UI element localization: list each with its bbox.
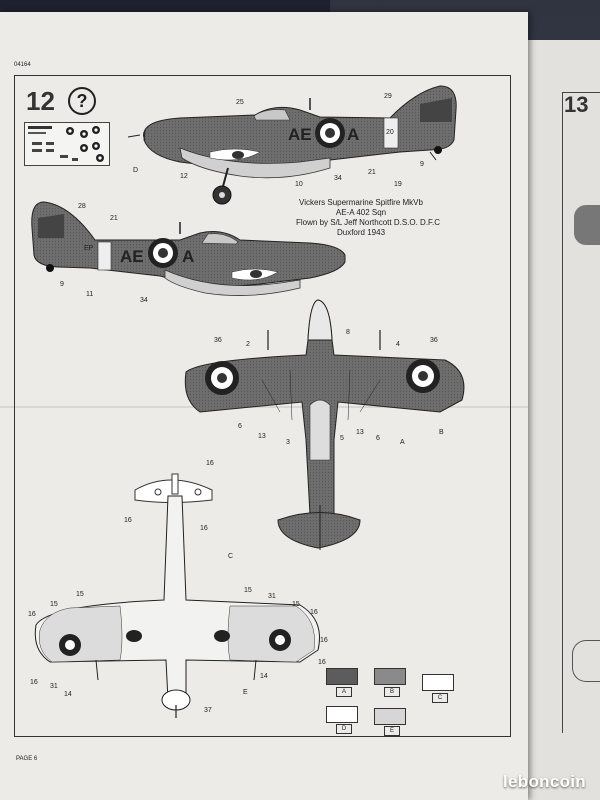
svg-text:34: 34 [140, 297, 148, 304]
svg-text:16: 16 [28, 611, 36, 618]
side-view-right-profile: EP AE A [31, 201, 346, 296]
assembly-illustrations: AE A EP AE A [28, 85, 465, 718]
svg-text:19: 19 [394, 181, 402, 188]
svg-text:14: 14 [260, 673, 268, 680]
svg-text:36: 36 [430, 337, 438, 344]
top-view-planform [184, 299, 465, 550]
bottom-view-planform [34, 495, 320, 718]
swatch-c [422, 674, 454, 691]
swatch-b-label: B [384, 687, 400, 697]
fuselage-code-2: AE [120, 247, 144, 266]
svg-text:C: C [228, 553, 233, 560]
doc-code: 04164 [14, 62, 31, 68]
fuselage-code: AE [288, 125, 312, 144]
legend-line-1: Vickers Supermarine Spitfire MkVb [299, 198, 423, 207]
next-page-aircraft [574, 205, 600, 245]
watermark-logo: leboncoin [503, 772, 586, 791]
page-fold [0, 406, 528, 408]
svg-text:21: 21 [368, 169, 376, 176]
svg-text:29: 29 [384, 93, 392, 100]
next-page-aircraft-2 [572, 640, 600, 682]
swatch-d-label: D [336, 724, 352, 734]
svg-text:34: 34 [334, 175, 342, 182]
svg-text:10: 10 [295, 181, 303, 188]
svg-text:31: 31 [50, 683, 58, 690]
svg-text:3: 3 [286, 439, 290, 446]
legend-line-2: AE-A 402 Sqn [335, 208, 387, 217]
next-page-frame [562, 92, 600, 733]
svg-text:16: 16 [318, 659, 326, 666]
callouts-tail: 16 16 16 [124, 460, 214, 532]
swatch-e [374, 708, 406, 725]
side-view-left-profile: AE A [127, 85, 457, 205]
svg-text:15: 15 [244, 587, 252, 594]
svg-text:16: 16 [124, 517, 132, 524]
svg-text:20: 20 [386, 129, 394, 136]
swatch-d [326, 706, 358, 723]
svg-text:8: 8 [346, 329, 350, 336]
svg-text:37: 37 [204, 707, 212, 714]
svg-text:14: 14 [64, 691, 72, 698]
svg-text:21: 21 [110, 215, 118, 222]
svg-text:9: 9 [420, 161, 424, 168]
svg-text:16: 16 [200, 525, 208, 532]
svg-text:5: 5 [340, 435, 344, 442]
svg-text:9: 9 [60, 281, 64, 288]
swatch-c-label: C [432, 693, 448, 703]
next-page: 13 [522, 40, 600, 800]
svg-text:25: 25 [236, 99, 244, 106]
svg-text:28: 28 [78, 203, 86, 210]
svg-text:13: 13 [356, 429, 364, 436]
legend-line-3: Flown by S/L Jeff Northcott D.S.O. D.F.C [296, 218, 441, 227]
svg-text:15: 15 [76, 591, 84, 598]
svg-text:16: 16 [310, 609, 318, 616]
page-label: PAGE 6 [16, 756, 38, 762]
svg-text:13: 13 [258, 433, 266, 440]
svg-text:15: 15 [50, 601, 58, 608]
swatch-e-label: E [384, 726, 400, 736]
svg-text:16: 16 [320, 637, 328, 644]
svg-text:4: 4 [396, 341, 400, 348]
tailplane-underside [134, 473, 213, 503]
svg-text:E: E [243, 689, 248, 696]
callouts-bottom-view: C 15 31 15 16 15 16 15 16 16 31 14 E 14 … [28, 553, 328, 714]
svg-text:12: 12 [180, 173, 188, 180]
step-number: 12 [26, 86, 55, 116]
swatch-a-label: A [336, 687, 352, 697]
svg-text:11: 11 [86, 291, 93, 298]
callouts-side-2: 28 21 9 11 34 [60, 203, 148, 304]
swatch-b [374, 668, 406, 685]
svg-text:31: 31 [268, 593, 276, 600]
legend-line-4: Duxford 1943 [336, 228, 386, 237]
callouts-side-1: 25 29 D 12 10 34 21 20 9 19 [133, 93, 424, 188]
next-step-number: 13 [564, 92, 589, 117]
svg-text:D: D [133, 167, 138, 174]
svg-text:36: 36 [214, 337, 222, 344]
info-icon: ? [68, 87, 96, 115]
svg-text:B: B [439, 429, 444, 436]
swatch-a [326, 668, 358, 685]
fuselage-letter: A [347, 125, 359, 144]
svg-text:6: 6 [238, 423, 242, 430]
svg-text:2: 2 [246, 341, 250, 348]
callouts-top-view: 36 2 8 4 36 6 13 3 5 13 6 A B [214, 329, 444, 446]
step-frame [14, 75, 511, 737]
fuselage-letter-2: A [182, 247, 194, 266]
svg-text:16: 16 [30, 679, 38, 686]
svg-text:6: 6 [376, 435, 380, 442]
decal-sheet-thumbnail [24, 122, 110, 166]
aircraft-legend: Vickers Supermarine Spitfire MkVb AE-A 4… [296, 198, 441, 238]
serial-prefix: EP [84, 245, 94, 252]
svg-text:A: A [400, 439, 405, 446]
svg-text:15: 15 [292, 601, 300, 608]
svg-text:16: 16 [206, 460, 214, 467]
